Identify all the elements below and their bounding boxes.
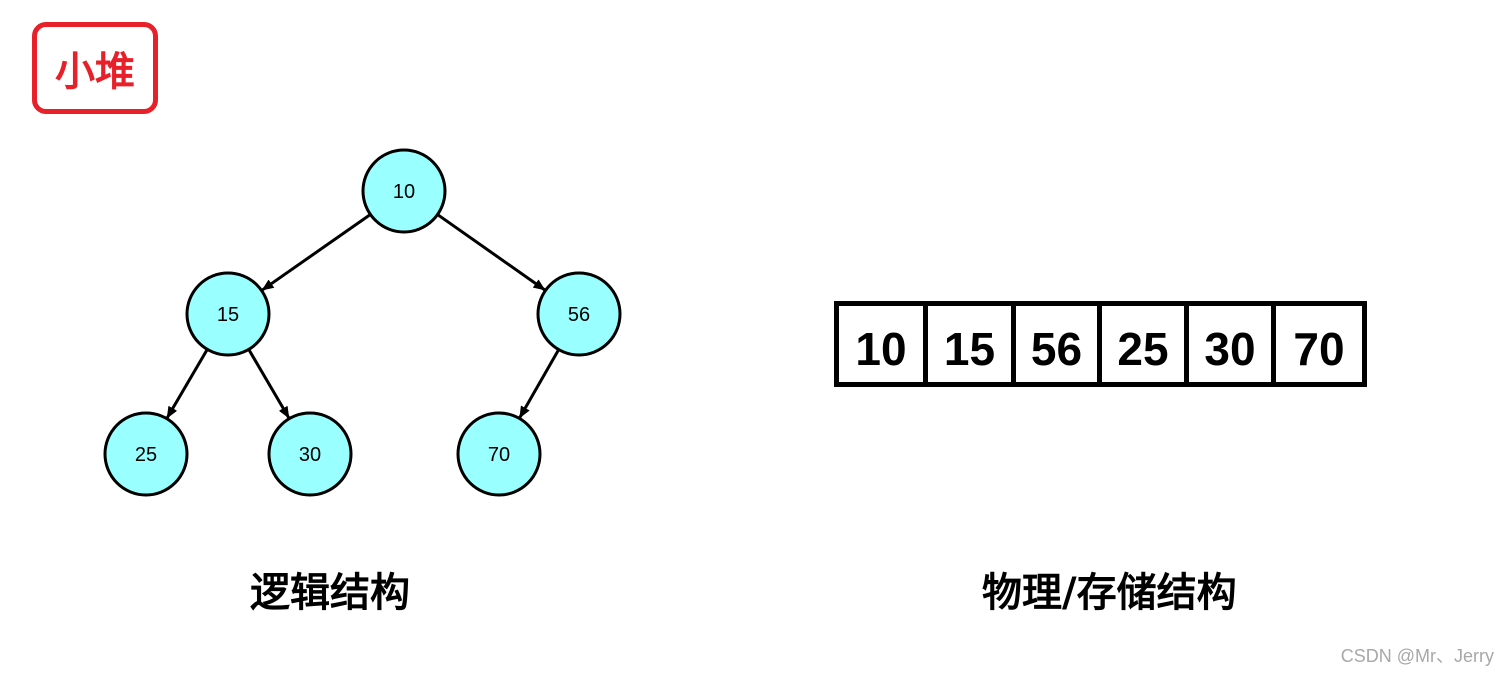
tree-node-15: 15 — [185, 271, 271, 357]
tree-edge-n15-n25 — [165, 348, 209, 419]
tree-node-label: 25 — [135, 444, 157, 466]
badge-label: 小堆 — [55, 49, 135, 95]
tree-node-circle — [267, 411, 353, 497]
tree-edge-n10-n15 — [261, 213, 372, 292]
array-cell-0: 10 — [839, 306, 928, 382]
tree-edge-n10-n56 — [436, 213, 546, 292]
tree-node-10: 10 — [361, 148, 447, 234]
tree-node-56: 56 — [536, 271, 622, 357]
tree-node-circle — [185, 271, 271, 357]
tree-node-circle — [103, 411, 189, 497]
tree-node-label: 10 — [393, 181, 415, 203]
logical-tree-diagram: 10 15 56 25 30 70 — [103, 148, 622, 497]
tree-node-25: 25 — [103, 411, 189, 497]
tree-edge-n15-n30 — [247, 348, 291, 419]
tree-node-circle — [456, 411, 542, 497]
array-cell-4: 30 — [1189, 306, 1276, 382]
heap-type-badge: 小堆 — [32, 22, 158, 114]
logical-structure-caption: 逻辑结构 — [250, 570, 410, 616]
array-cell-1: 15 — [928, 306, 1016, 382]
array-cell-3: 25 — [1102, 306, 1189, 382]
tree-node-label: 70 — [488, 444, 510, 466]
watermark: CSDN @Mr、Jerry — [1340, 646, 1494, 666]
tree-node-30: 30 — [267, 411, 353, 497]
tree-node-circle — [536, 271, 622, 357]
tree-node-70: 70 — [456, 411, 542, 497]
tree-edge-n56-n70 — [518, 348, 560, 419]
physical-structure-caption: 物理/存储结构 — [982, 570, 1237, 616]
tree-node-circle — [361, 148, 447, 234]
array-cell-5: 70 — [1293, 323, 1345, 375]
tree-node-label: 56 — [568, 304, 590, 326]
tree-node-label: 15 — [217, 304, 239, 326]
tree-node-label: 30 — [299, 444, 321, 466]
array-cell-2: 56 — [1016, 306, 1102, 382]
